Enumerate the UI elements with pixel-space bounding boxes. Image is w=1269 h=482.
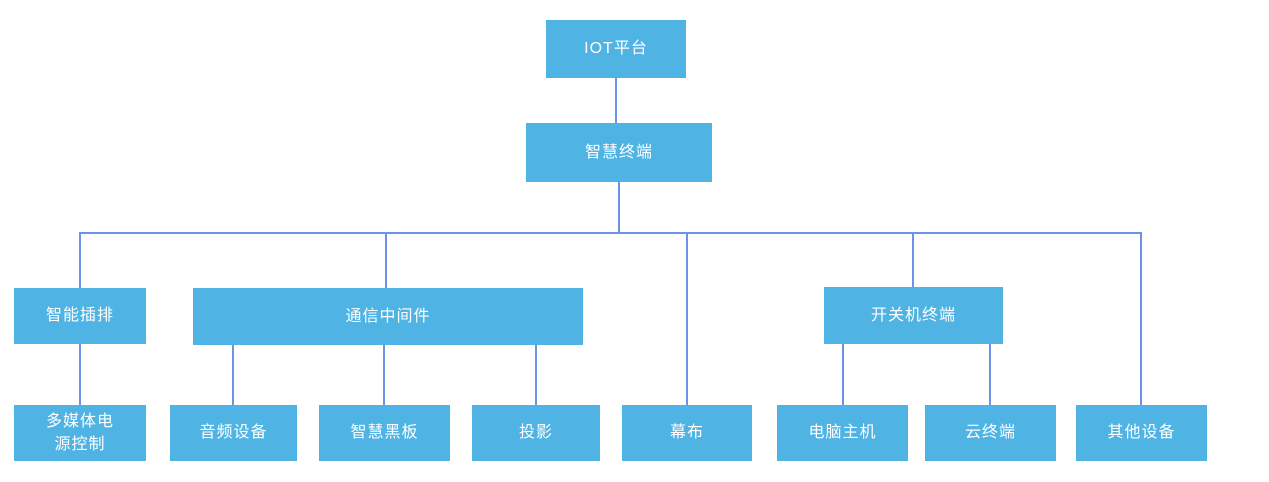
connector-horizontal-bus: [79, 232, 1142, 234]
node-label: 云终端: [964, 424, 1016, 442]
node-screen-curtain[interactable]: 幕布: [622, 405, 752, 461]
connector-switch-to-host: [842, 344, 844, 405]
connector-bus-to-middleware: [385, 232, 387, 288]
node-smart-terminal[interactable]: 智慧终端: [526, 123, 712, 182]
node-label: 多媒体电源控制: [45, 412, 114, 453]
node-label: 音频设备: [199, 424, 268, 442]
connector-bus-to-power-strip: [79, 232, 81, 288]
node-label: IOT平台: [584, 40, 648, 58]
node-label: 其他设备: [1107, 424, 1176, 442]
connector-strip-to-power-ctrl: [79, 344, 81, 405]
node-label: 智慧终端: [584, 143, 653, 161]
node-cloud-terminal[interactable]: 云终端: [925, 405, 1056, 461]
node-iot-platform[interactable]: IOT平台: [546, 20, 686, 78]
connector-middleware-to-board: [383, 345, 385, 405]
connector-middleware-to-audio: [232, 345, 234, 405]
node-switch-terminal[interactable]: 开关机终端: [824, 287, 1003, 344]
node-label: 智能插排: [45, 307, 114, 325]
node-audio-device[interactable]: 音频设备: [170, 405, 297, 461]
node-other-devices[interactable]: 其他设备: [1076, 405, 1207, 461]
node-label: 投影: [518, 424, 553, 442]
node-label: 通信中间件: [345, 307, 431, 325]
connector-middleware-to-projector: [535, 345, 537, 405]
connector-bus-to-other: [1140, 232, 1142, 405]
node-label: 电脑主机: [808, 424, 877, 442]
node-smart-blackboard[interactable]: 智慧黑板: [319, 405, 450, 461]
connector-bus-to-screen: [686, 232, 688, 405]
node-projector[interactable]: 投影: [472, 405, 600, 461]
node-computer-host[interactable]: 电脑主机: [777, 405, 908, 461]
connector-iot-to-terminal: [615, 78, 617, 123]
connector-switch-to-cloud: [989, 344, 991, 405]
connector-bus-to-switch: [912, 232, 914, 287]
node-smart-power-strip[interactable]: 智能插排: [14, 288, 146, 344]
node-label: 智慧黑板: [350, 424, 419, 442]
connector-terminal-to-bus: [618, 182, 620, 234]
node-comm-middleware[interactable]: 通信中间件: [193, 288, 583, 345]
node-label: 开关机终端: [870, 306, 956, 324]
node-multimedia-power-control[interactable]: 多媒体电源控制: [14, 405, 146, 461]
node-label: 幕布: [669, 424, 704, 442]
